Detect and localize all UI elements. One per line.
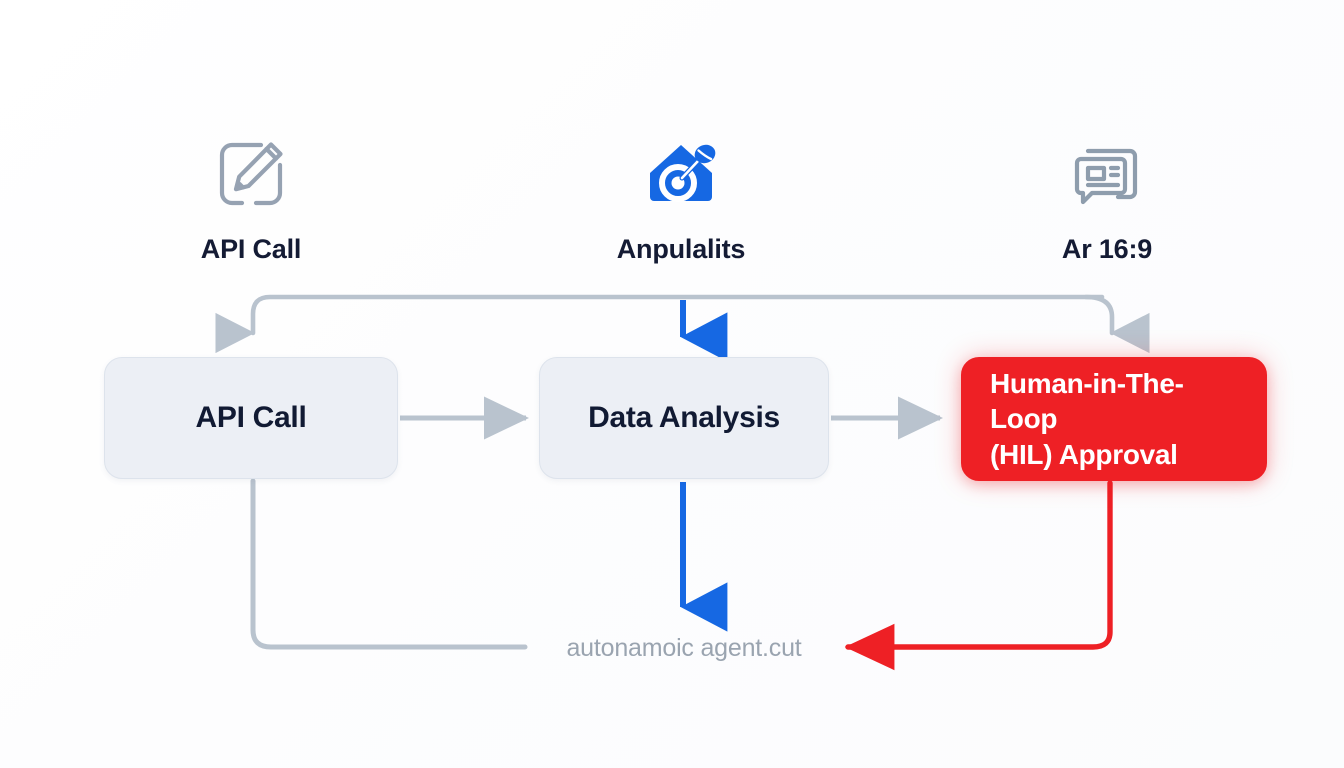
node-label-line1: Human-in-The-Loop <box>990 368 1184 435</box>
wire-hil-approval-feedback-to-caption <box>844 480 1113 671</box>
icon-column-ar: Ar 16:9 <box>977 128 1237 265</box>
node-label: API Call <box>195 401 307 434</box>
icon-label: Anpulalits <box>616 234 746 264</box>
document-pencil-icon <box>121 128 381 220</box>
node-label: Human-in-The-Loop(HIL) Approval <box>990 366 1238 472</box>
wire-top-bus-to-hil-approval <box>1083 294 1150 354</box>
data-analysis-node[interactable]: Data Analysis <box>539 357 829 479</box>
api-call-node[interactable]: API Call <box>104 357 398 479</box>
node-label-line2: (HIL) Approval <box>990 438 1178 470</box>
chat-article-icon <box>977 128 1237 220</box>
node-label: Data Analysis <box>588 401 780 434</box>
autonomous-agent-caption: autonamoic agent.cut <box>566 634 802 662</box>
smart-home-camera-icon <box>551 128 811 220</box>
wire-api-call-to-caption <box>250 478 528 650</box>
icon-label: API Call <box>200 234 302 264</box>
wire-top-bus-to-api-call <box>215 294 1105 354</box>
icon-column-api-call: API Call <box>121 128 381 265</box>
icon-label: Ar 16:9 <box>1061 234 1153 264</box>
hil-approval-node[interactable]: Human-in-The-Loop(HIL) Approval <box>961 357 1267 481</box>
icon-column-anpulalits: Anpulalits <box>551 128 811 265</box>
